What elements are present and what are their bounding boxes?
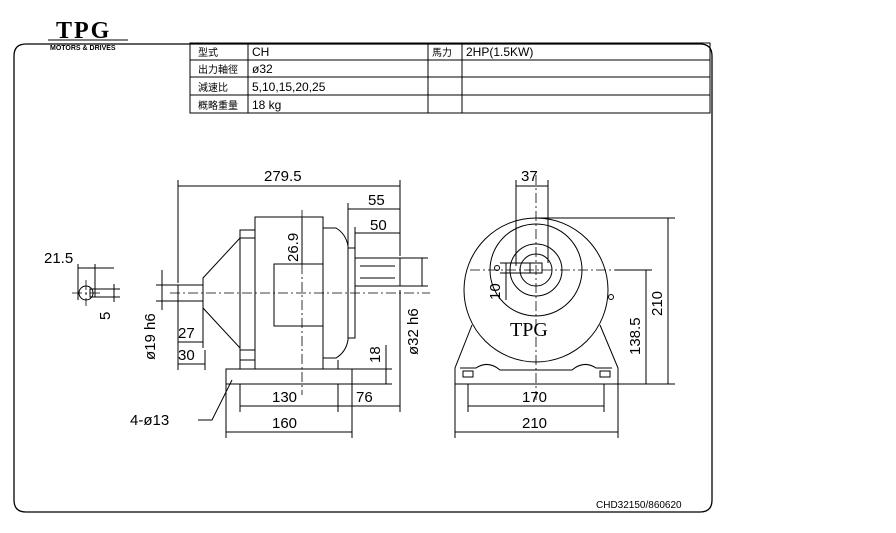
dim-26-9: 26.9 <box>285 233 302 262</box>
spec-value-shaft: ø32 <box>252 62 273 76</box>
dim-base-160: 160 <box>272 415 297 432</box>
dim-input-shaft: ø19 h6 <box>142 313 159 360</box>
side-base <box>225 368 353 385</box>
spec-value-model: CH <box>252 45 269 59</box>
dim-front-210: 210 <box>522 415 547 432</box>
dim-output-shaft: ø32 h6 <box>405 308 422 355</box>
spec-value-weight: 18 kg <box>252 98 281 112</box>
spec-label-ratio: 減速比 <box>198 81 228 94</box>
dim-key-5: 5 <box>97 312 114 320</box>
dim-front-138-5: 138.5 <box>627 317 644 355</box>
spec-value-ratio: 5,10,15,20,25 <box>252 80 326 94</box>
output-shaft <box>354 257 401 287</box>
dim-base-130: 130 <box>272 389 297 406</box>
dim-mount-holes: 4-ø13 <box>130 412 169 429</box>
dim-input-30: 30 <box>178 347 195 364</box>
spec-label-model: 型式 <box>198 46 218 59</box>
dim-shaft-50: 50 <box>370 217 387 234</box>
spec-value-power: 2HP(1.5KW) <box>466 45 533 59</box>
dim-overall-length: 279.5 <box>264 168 302 185</box>
dim-front-height-210: 210 <box>649 291 666 316</box>
front-tpg-label: TPG <box>510 319 548 341</box>
key-detail: 21.5 5 <box>44 250 120 320</box>
output-housing <box>322 227 349 359</box>
dim-key-21-5: 21.5 <box>44 250 73 267</box>
dim-base-18: 18 <box>367 346 384 363</box>
side-dimensions: 279.5 55 50 26.9 ø32 h6 18 ø19 h6 27 <box>130 168 428 438</box>
spec-label-power: 馬力 <box>432 46 452 59</box>
spec-label-shaft: 出力軸徑 <box>198 63 238 76</box>
front-view: TPG <box>454 175 619 400</box>
dim-input-27: 27 <box>178 325 195 342</box>
dim-shaft-55: 55 <box>368 192 385 209</box>
dim-base-76: 76 <box>356 389 373 406</box>
dim-front-37: 37 <box>521 168 538 185</box>
spec-table: 型式 CH 馬力 2HP(1.5KW) 出力軸徑 ø32 減速比 5,10,15… <box>189 42 711 114</box>
logo-tagline: MOTORS & DRIVES <box>50 45 116 52</box>
dim-front-170: 170 <box>522 389 547 406</box>
side-view <box>170 210 430 395</box>
dim-front-10: 10 <box>487 283 504 300</box>
spec-label-weight: 概略重量 <box>198 99 238 112</box>
drawing-border <box>13 43 713 513</box>
front-dimensions: 37 10 210 138.5 170 210 <box>454 168 675 438</box>
drawing-number: CHD32150/860620 <box>596 500 682 511</box>
tpg-logo: TPG MOTORS & DRIVES <box>48 18 128 52</box>
